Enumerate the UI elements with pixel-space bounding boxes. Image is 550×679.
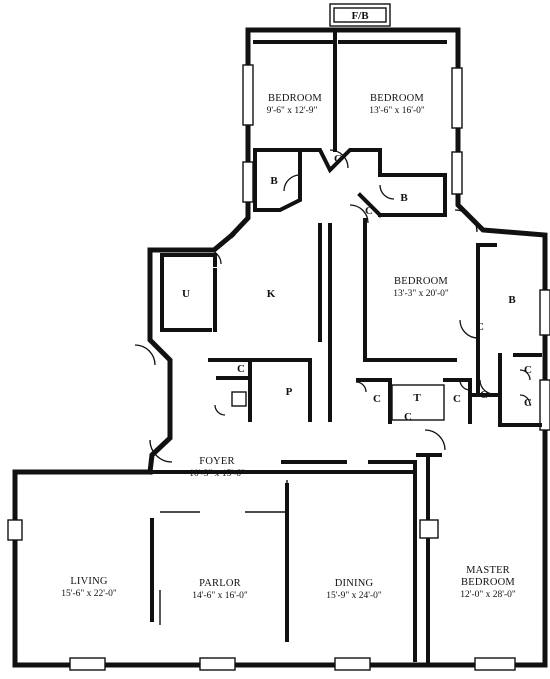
tub-code: T bbox=[413, 392, 421, 404]
closet-code: C bbox=[404, 411, 412, 423]
closet-code: C bbox=[524, 364, 532, 376]
bedroom-nw-dims: 9'-6" x 12'-9" bbox=[267, 106, 318, 116]
foyer-dims: 10'-3" x 15'-6" bbox=[189, 469, 245, 479]
closet-code: C bbox=[365, 205, 373, 217]
master-name-1: MASTER bbox=[466, 565, 510, 576]
doors bbox=[134, 149, 531, 630]
bedroom-ne-dims: 13'-6" x 16'-0" bbox=[369, 106, 425, 116]
master-dims: 12'-0" x 28'-0" bbox=[460, 590, 516, 600]
windows bbox=[7, 64, 550, 671]
living-name: LIVING bbox=[70, 576, 108, 587]
dining-name: DINING bbox=[335, 578, 374, 589]
dining-dims: 15'-9" x 24'-0" bbox=[326, 591, 382, 601]
bedroom-nw-name: BEDROOM bbox=[268, 93, 322, 104]
utility-code: U bbox=[182, 288, 190, 300]
closet-code: C bbox=[453, 393, 461, 405]
foyer-name: FOYER bbox=[199, 456, 234, 467]
closet-code: C bbox=[476, 321, 484, 333]
closet-code: C bbox=[237, 363, 245, 375]
fireplace-label: F/B bbox=[351, 10, 369, 22]
bedroom-e-name: BEDROOM bbox=[394, 276, 448, 287]
closet-code: C bbox=[373, 393, 381, 405]
bath-nw-code: B bbox=[270, 175, 278, 187]
bath-n-code: B bbox=[400, 192, 408, 204]
fireplace: F/B bbox=[329, 3, 391, 27]
bedroom-e-dims: 13'-3" x 20'-0" bbox=[393, 289, 449, 299]
room-labels: BEDROOM 9'-6" x 12'-9" BEDROOM 13'-6" x … bbox=[61, 93, 516, 601]
closet-code: C bbox=[480, 389, 488, 401]
living-dims: 15'-6" x 22'-0" bbox=[61, 589, 117, 599]
parlor-dims: 14'-6" x 16'-0" bbox=[192, 591, 248, 601]
closet-code: C bbox=[524, 397, 532, 409]
closet-code: C bbox=[334, 153, 342, 165]
room-codes: U K P T B B B C C C C C C C C C C bbox=[182, 153, 532, 423]
parlor-name: PARLOR bbox=[199, 578, 241, 589]
master-name-2: BEDROOM bbox=[461, 577, 515, 588]
kitchen-code: K bbox=[267, 288, 276, 300]
pantry-code: P bbox=[286, 386, 293, 398]
interior-walls bbox=[150, 28, 542, 662]
bedroom-ne-name: BEDROOM bbox=[370, 93, 424, 104]
bath-e-code: B bbox=[508, 294, 516, 306]
